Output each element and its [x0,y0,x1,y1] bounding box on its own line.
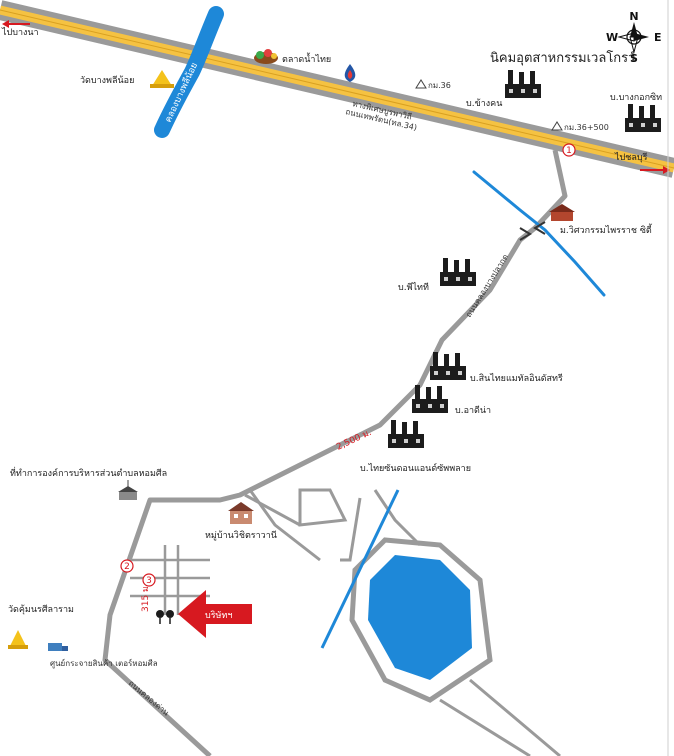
temple-bottom-icon [8,630,28,649]
factory-6-label: บ.ไทยซันดอนแอนด์ซัพพลาย [360,462,471,474]
village-icon [228,502,254,524]
direction-arrow-left [2,20,30,28]
temple-top-icon [150,70,174,88]
bridge-icon [519,221,546,241]
side-road [102,149,568,756]
direction-arrow-right [640,166,670,174]
distance-short-label: 315 ม. [141,583,151,612]
village-label: หมู่บ้านวิชิตราวานี [205,530,277,541]
factory-3-label: บ.พีไทที [398,282,429,293]
gas-station-icon [344,64,356,82]
tambon-office-label: ที่ทำการองค์การบริหารส่วนตำบลหอมศีล [10,466,167,479]
km36-sign-icon [415,79,427,89]
svg-text:S: S [630,52,638,65]
km36-500-sign-icon [551,121,563,131]
factory-2-label: บ.บางกอกซิท [610,92,662,103]
canal-top [154,6,224,138]
university-label: ม.วิศวกรรมไพรราช ซิตี้ [560,223,653,236]
svg-text:W: W [606,31,618,44]
location-pin-icon [156,610,174,624]
lake [349,537,493,703]
factory-icon-4 [430,352,466,380]
distribution-center-label: ศูนย์กระจายสินค้า เตอร์หอมศีล [50,658,158,669]
industrial-estate-label: นิคมอุตสาหกรรมเวลโกรว์ [490,50,635,66]
highway [0,0,674,178]
km36-label: กม.36 [428,81,451,90]
canal-label: คลองบางพลีน้อย [163,61,200,124]
market-icon [254,49,278,64]
factory-5-label: บ.อาดีน่า [455,405,491,416]
tambon-office-icon [118,486,138,500]
destination-label: บริษัทฯ [205,610,232,621]
local-roads [130,545,210,615]
distance-label: 2,500 ม. [335,428,373,453]
factory-icon-6 [388,420,424,448]
destination-arrow [178,590,252,638]
distribution-center-icon [48,643,68,651]
svg-text:E: E [654,31,662,44]
temple-top-label: วัดบางพลีน้อย [80,75,134,86]
svg-text:3: 3 [146,576,152,586]
compass-icon: N S E W [606,10,662,65]
marker-1: 1 [562,143,576,157]
marker-2: 2 [120,559,134,573]
svg-text:1: 1 [566,146,572,156]
direction-right-label: ไปชลบุรี [614,152,648,163]
factory-icon-1 [505,70,541,98]
village-roads [244,488,422,562]
factory-icon-2 [625,104,661,132]
university-icon [549,204,575,221]
factory-icon-5 [412,385,448,413]
direction-left-label: ไปบางนา [1,27,39,38]
factory-4-label: บ.สินไทยแมทัลอินดัสทรี [470,373,563,384]
canal-lower [320,489,400,649]
svg-text:2: 2 [124,562,130,572]
svg-text:N: N [629,10,638,23]
canal-middle [472,170,606,297]
factory-1-label: บ.ข้างคน [466,98,502,109]
market-label: ตลาดน้ำไทย [282,52,331,65]
temple-bottom-label: วัดคุ้มนรศีลาราม [8,604,74,615]
factory-icon-3 [440,258,476,286]
marker-3: 3 [142,573,156,587]
km36-500-label: กม.36+500 [564,123,609,132]
bottom-road-label: ถนนคลองด่าน [127,679,171,718]
road-east [439,678,561,756]
